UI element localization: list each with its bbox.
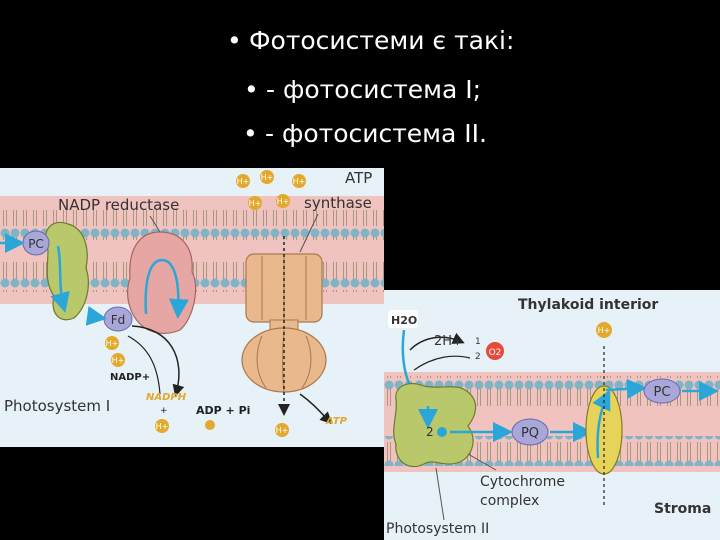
- pq-bubble: [511, 418, 549, 446]
- h2o-label: H2O: [391, 314, 417, 327]
- two-h-label: 2H+: [434, 334, 463, 349]
- cytochrome-label-line1: Cytochrome: [480, 474, 565, 490]
- h-ion-label: H+: [261, 173, 274, 182]
- cytochrome-leader: [467, 453, 497, 471]
- nadp-reductase-leader: [149, 215, 161, 233]
- fd-arrow: [85, 305, 107, 326]
- adp-pi-label: ADP + Pi: [196, 404, 250, 417]
- atp-product-label: ATP: [325, 416, 348, 427]
- nadp-plus-label: NADP+: [110, 372, 150, 383]
- atp-synthase-label-line2: synthase: [304, 194, 372, 212]
- h2o-box: [388, 310, 418, 328]
- thylakoid-interior-label: Thylakoid interior: [518, 297, 658, 313]
- atp-synthase-leader: [299, 213, 319, 253]
- h-ion-label: H+: [277, 197, 290, 206]
- bullet-item-ps2: •- фотосистема II.: [243, 119, 487, 148]
- pc-label: PC: [654, 385, 671, 400]
- h-ion: [236, 174, 250, 188]
- to-pc-arrow: [605, 378, 647, 399]
- h-ion-label: H+: [598, 326, 611, 335]
- oxygen-release-arrow: [409, 332, 465, 351]
- electron-path-ps1: [50, 245, 70, 313]
- h-ion-label: H+: [249, 199, 262, 208]
- h-ion: [111, 353, 125, 367]
- nadph-label: NADPH: [146, 392, 187, 403]
- photosystem-i-label: Photosystem I: [4, 397, 110, 415]
- half-denominator: 2: [475, 352, 481, 362]
- h-ion: [276, 194, 290, 208]
- h-ion: [275, 423, 289, 437]
- h-ion: [155, 419, 169, 433]
- photosystem-ii-protein: [393, 383, 477, 468]
- o2-dot: [486, 342, 504, 360]
- h-ion-label: H+: [276, 426, 289, 435]
- phosphate-dot: [205, 420, 215, 430]
- atp-synthase-label-line1: ATP: [345, 169, 372, 187]
- h-ion-label: H+: [237, 177, 250, 186]
- photosystem-ii-diagram: Thylakoid interior H2O 2H+ 1 2 O2 H+ 2 P…: [384, 290, 720, 540]
- h-ion: [105, 336, 119, 350]
- electron-path-nadp: [144, 258, 189, 319]
- proton-release-arrow: [413, 355, 471, 371]
- plus-sign: +: [160, 406, 168, 416]
- stroma-label: Stroma: [654, 501, 711, 517]
- nadp-reaction-arrow: [131, 325, 185, 397]
- h-ion: [260, 170, 274, 184]
- pq-label: PQ: [521, 426, 539, 441]
- half-numerator: 1: [475, 337, 481, 347]
- photosystem-i-protein: [44, 221, 89, 321]
- h-ion: [596, 322, 612, 338]
- fd-label: Fd: [111, 313, 126, 327]
- bullet-item-ps1: •- фотосистема I;: [244, 75, 482, 104]
- two-e-label: 2: [426, 425, 434, 439]
- pc-bubble: [643, 378, 681, 404]
- nadp-reaction-arrow-2: [127, 335, 161, 395]
- nadp-reductase-protein: [127, 231, 197, 334]
- bullet-list: •Фотосистеми є такі: •- фотосистема I; •…: [0, 0, 720, 168]
- photosystem-i-svg: PC Fd NADP reductase ATP synthase H+ H+ …: [0, 169, 384, 437]
- nadp-reductase-label: NADP reductase: [58, 196, 179, 214]
- h-ion-group-top: H+ H+ H+ H+ H+: [236, 170, 306, 210]
- h-ion-label: H+: [293, 177, 306, 186]
- pc-label: PC: [28, 237, 44, 251]
- h-ion-label: H+: [112, 356, 125, 365]
- atp-formation-arrow: [299, 393, 333, 425]
- h-ion: [292, 174, 306, 188]
- electron-dot: [437, 427, 447, 437]
- photosystem-ii-svg: Thylakoid interior H2O 2H+ 1 2 O2 H+ 2 P…: [384, 297, 720, 537]
- cytochrome-label-line2: complex: [480, 493, 539, 509]
- bullet-item-title: •Фотосистеми є такі:: [227, 26, 515, 55]
- h-ion-label: H+: [156, 422, 169, 431]
- photosystem-ii-label: Photosystem II: [386, 521, 489, 537]
- electron-path-cytochrome: [592, 389, 611, 459]
- photosystem-i-diagram: PC Fd NADP reductase ATP synthase H+ H+ …: [0, 168, 384, 447]
- h-ion-label: H+: [106, 339, 119, 348]
- o2-label: O2: [489, 348, 502, 358]
- h-ion: [248, 196, 262, 210]
- photosystem-ii-leader: [435, 467, 445, 521]
